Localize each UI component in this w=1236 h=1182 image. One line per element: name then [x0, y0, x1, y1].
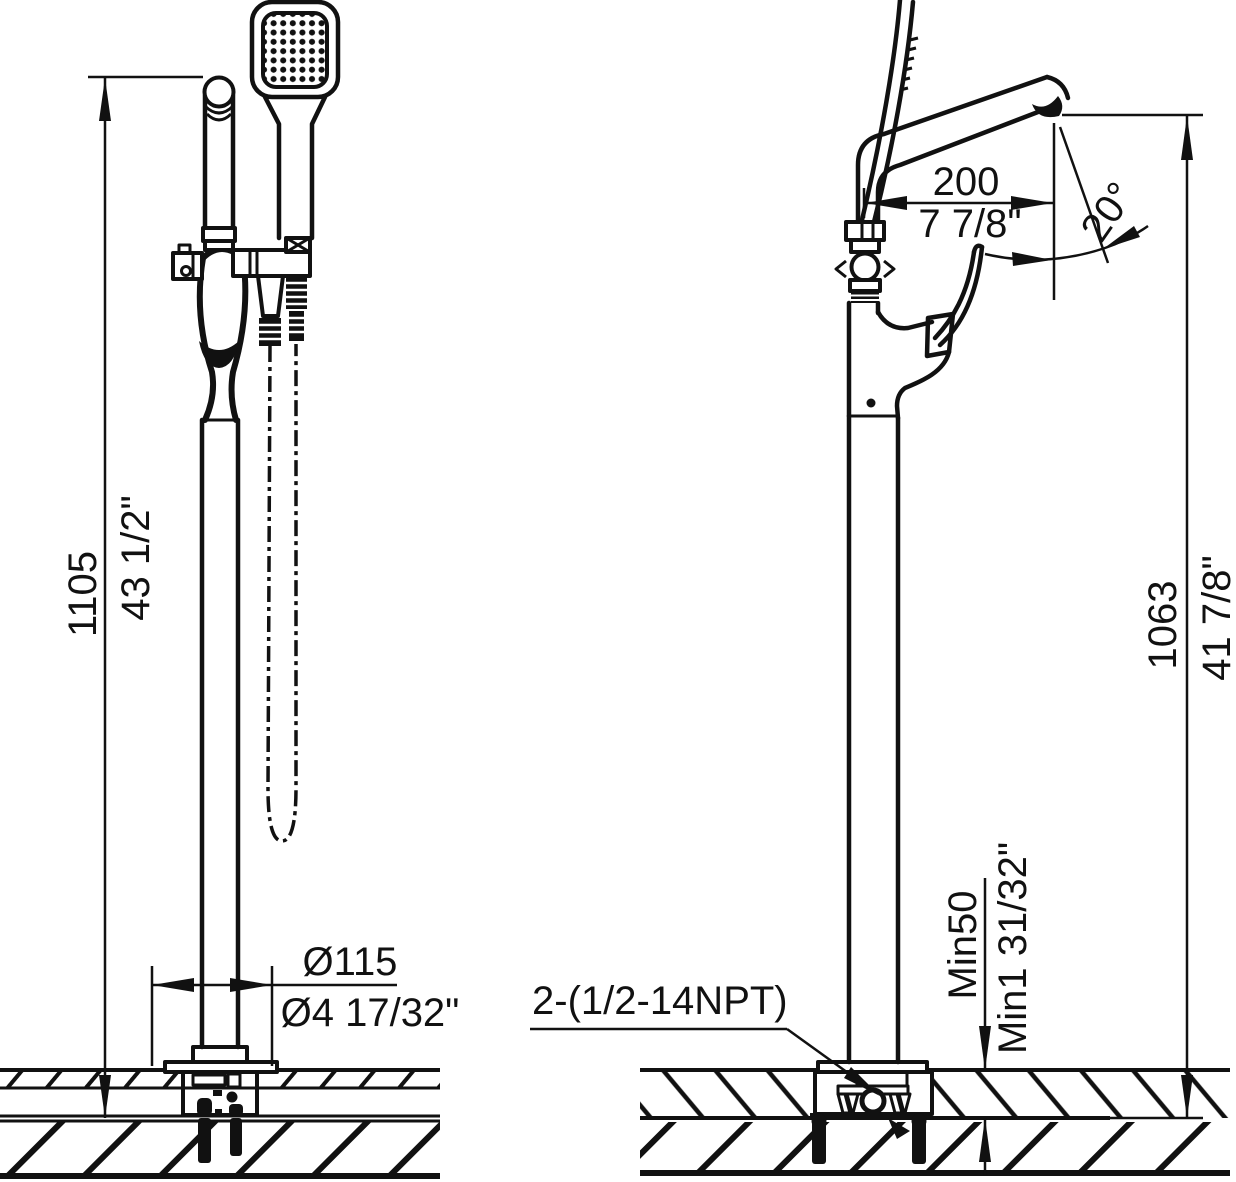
arrowhead-down [1181, 1075, 1193, 1118]
spout-outlet [1032, 96, 1063, 118]
front-view: 1105 43 1/2" Ø115 Ø4 17/32" [61, 0, 460, 1163]
arrowhead-up [979, 1118, 991, 1162]
faucet-body-side [846, 74, 1071, 421]
dimension-height-side: 1063 41 7/8" [1062, 113, 1236, 1118]
arrowhead-left [152, 978, 194, 992]
side-view: 200 7 7/8" 20° 1063 41 7/8" Min [530, 0, 1236, 1175]
faucet-body-front [196, 246, 249, 423]
callout-inlet-thread: 2-(1/2-14NPT) [530, 979, 880, 1096]
arrowhead-down [99, 1075, 111, 1118]
arrowhead-up [1181, 116, 1193, 160]
base-collar-front [191, 1045, 249, 1064]
label-min-mm: Min50 [941, 891, 985, 1000]
label-base-dia-mm: Ø115 [303, 940, 398, 984]
hand-shower-side [859, 0, 919, 225]
label-height-in-side: 41 7/8" [1195, 555, 1236, 680]
label-base-dia-in: Ø4 17/32" [281, 991, 460, 1035]
set-screw-dot [866, 398, 876, 408]
upper-pipe-front [201, 75, 237, 252]
leader-arrowhead [844, 1067, 880, 1096]
holder-crossbar [231, 248, 312, 278]
arc-arrowhead-right [1103, 226, 1140, 249]
riser-column-side [846, 398, 901, 1065]
shower-hose [266, 344, 298, 843]
arc-arrowhead-left [1012, 252, 1052, 266]
shower-head [249, 0, 341, 100]
hand-shower-front [249, 0, 341, 254]
lever-handle-side [932, 243, 985, 348]
dimension-spout-reach: 200 7 7/8" [862, 160, 1054, 246]
holder-bracket-front [171, 243, 204, 281]
riser-column-front [199, 417, 241, 1050]
arrowhead-up [99, 78, 111, 121]
label-reach-mm: 200 [933, 160, 1000, 204]
label-reach-in: 7 7/8" [918, 202, 1021, 246]
label-height-mm-front: 1105 [61, 551, 105, 637]
base-flange-side [816, 1060, 929, 1074]
label-height-mm-side: 1063 [1141, 581, 1185, 670]
arrowhead-right [1011, 196, 1053, 210]
handle-clip [284, 236, 312, 254]
shower-handle-right-edge [309, 94, 328, 241]
shower-face-plate [261, 11, 329, 89]
label-height-in-front: 43 1/2" [114, 495, 158, 620]
label-inlet-thread: 2-(1/2-14NPT) [532, 979, 788, 1023]
arrowhead-down [979, 1026, 991, 1070]
floor-mount-hardware-side [810, 1070, 934, 1164]
arrowhead-right [230, 978, 272, 992]
arrowhead-left [865, 196, 907, 210]
dimension-base-diameter: Ø115 Ø4 17/32" [150, 940, 460, 1066]
dimension-height-front: 1105 43 1/2" [61, 75, 203, 1118]
shower-handle-left-edge [262, 94, 282, 241]
pipe-top-cap [202, 75, 236, 109]
label-min-in: Min1 31/32" [991, 842, 1035, 1054]
holder-stack-side [834, 220, 896, 303]
floor-section-side [640, 1068, 1230, 1176]
dimension-floor-thickness: Min50 Min1 31/32" [941, 842, 1035, 1175]
hose-couplings [256, 274, 307, 346]
